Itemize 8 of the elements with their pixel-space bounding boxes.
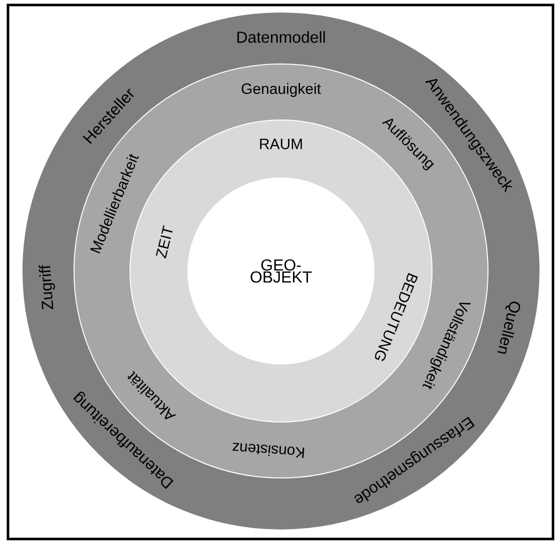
ring-label: Konsistenz <box>232 442 304 458</box>
center-label: GEO- OBJEKT <box>250 259 312 283</box>
ring-label: Genauigkeit <box>242 83 321 97</box>
ring-label: RAUM <box>260 138 302 150</box>
ring-label: Zugriff <box>38 265 55 310</box>
ring-label: ZEIT <box>156 225 173 259</box>
ring-label: Quellen <box>497 302 520 354</box>
ring-label: Datenmodell <box>237 31 325 43</box>
